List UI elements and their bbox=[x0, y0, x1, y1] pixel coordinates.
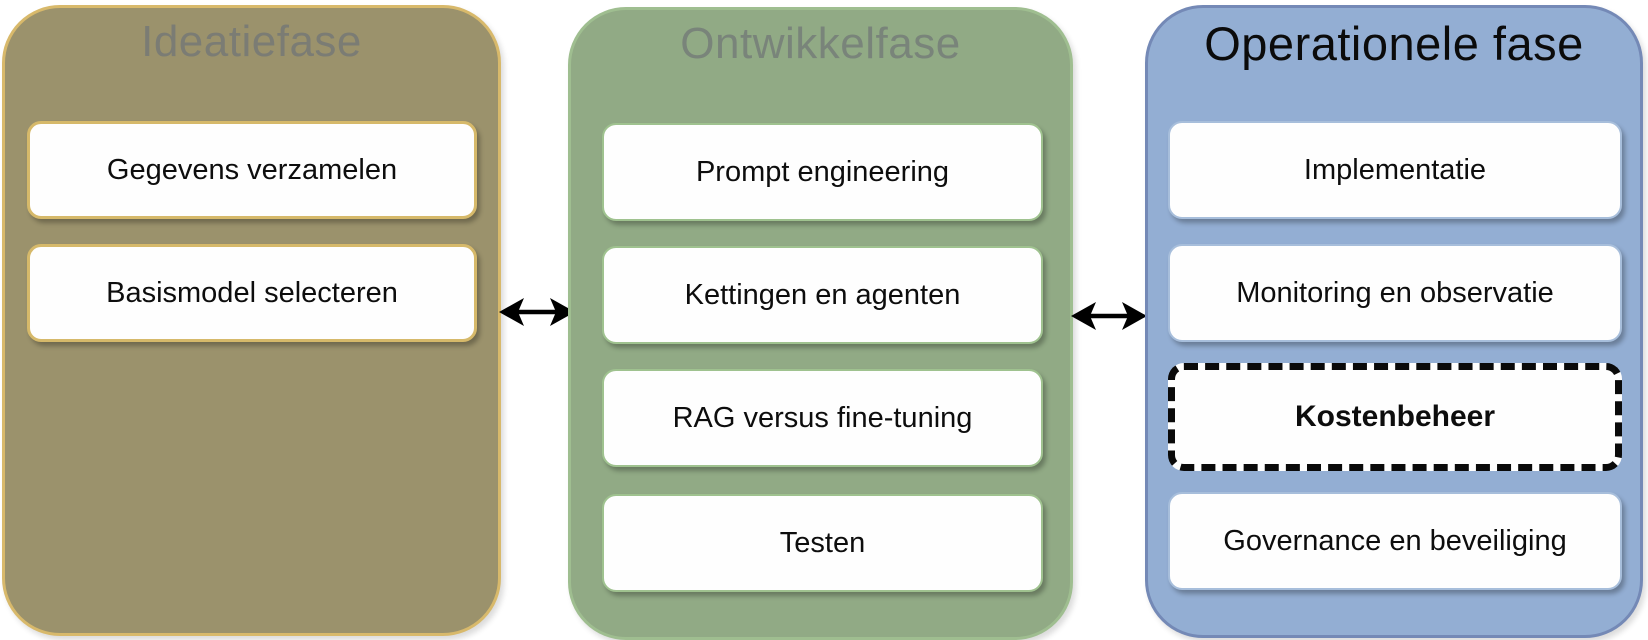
panel-title-ontwikkelfase: Ontwikkelfase bbox=[680, 19, 961, 68]
panel-title-operationele-fase: Operationele fase bbox=[1204, 17, 1584, 70]
node-label: Monitoring en observatie bbox=[1236, 276, 1554, 309]
node-monitoring-en-observatie: Monitoring en observatie bbox=[1168, 244, 1622, 342]
node-label: Governance en beveiliging bbox=[1223, 524, 1567, 557]
node-kostenbeheer: Kostenbeheer bbox=[1168, 363, 1622, 471]
node-label: Implementatie bbox=[1303, 153, 1487, 186]
node-label: Basismodel selecteren bbox=[106, 276, 398, 309]
node-prompt-engineering: Prompt engineering bbox=[602, 123, 1043, 221]
node-label: Kostenbeheer bbox=[1294, 400, 1496, 433]
node-label: RAG versus fine-tuning bbox=[672, 401, 973, 434]
node-gegevens-verzamelen: Gegevens verzamelen bbox=[27, 121, 477, 219]
panel-ontwikkelfase: Ontwikkelfase Prompt engineering Ketting… bbox=[568, 7, 1073, 640]
node-kettingen-en-agenten: Kettingen en agenten bbox=[602, 246, 1043, 344]
double-arrow-icon bbox=[1071, 302, 1147, 330]
node-label: Gegevens verzamelen bbox=[106, 153, 398, 186]
node-governance-en-beveiliging: Governance en beveiliging bbox=[1168, 492, 1622, 590]
node-label: Prompt engineering bbox=[695, 155, 950, 188]
node-implementatie: Implementatie bbox=[1168, 121, 1622, 219]
node-basismodel-selecteren: Basismodel selecteren bbox=[27, 244, 477, 342]
panel-operationele-fase: Operationele fase Implementatie Monitori… bbox=[1145, 5, 1643, 638]
node-label: Kettingen en agenten bbox=[684, 278, 961, 311]
panel-ideatiefase: Ideatiefase Gegevens verzamelen Basismod… bbox=[2, 5, 501, 636]
double-arrow-icon bbox=[499, 298, 575, 326]
node-rag-versus-fine-tuning: RAG versus fine-tuning bbox=[602, 369, 1043, 467]
node-testen: Testen bbox=[602, 494, 1043, 592]
node-label: Testen bbox=[779, 526, 866, 559]
panel-title-ideatiefase: Ideatiefase bbox=[141, 17, 362, 66]
